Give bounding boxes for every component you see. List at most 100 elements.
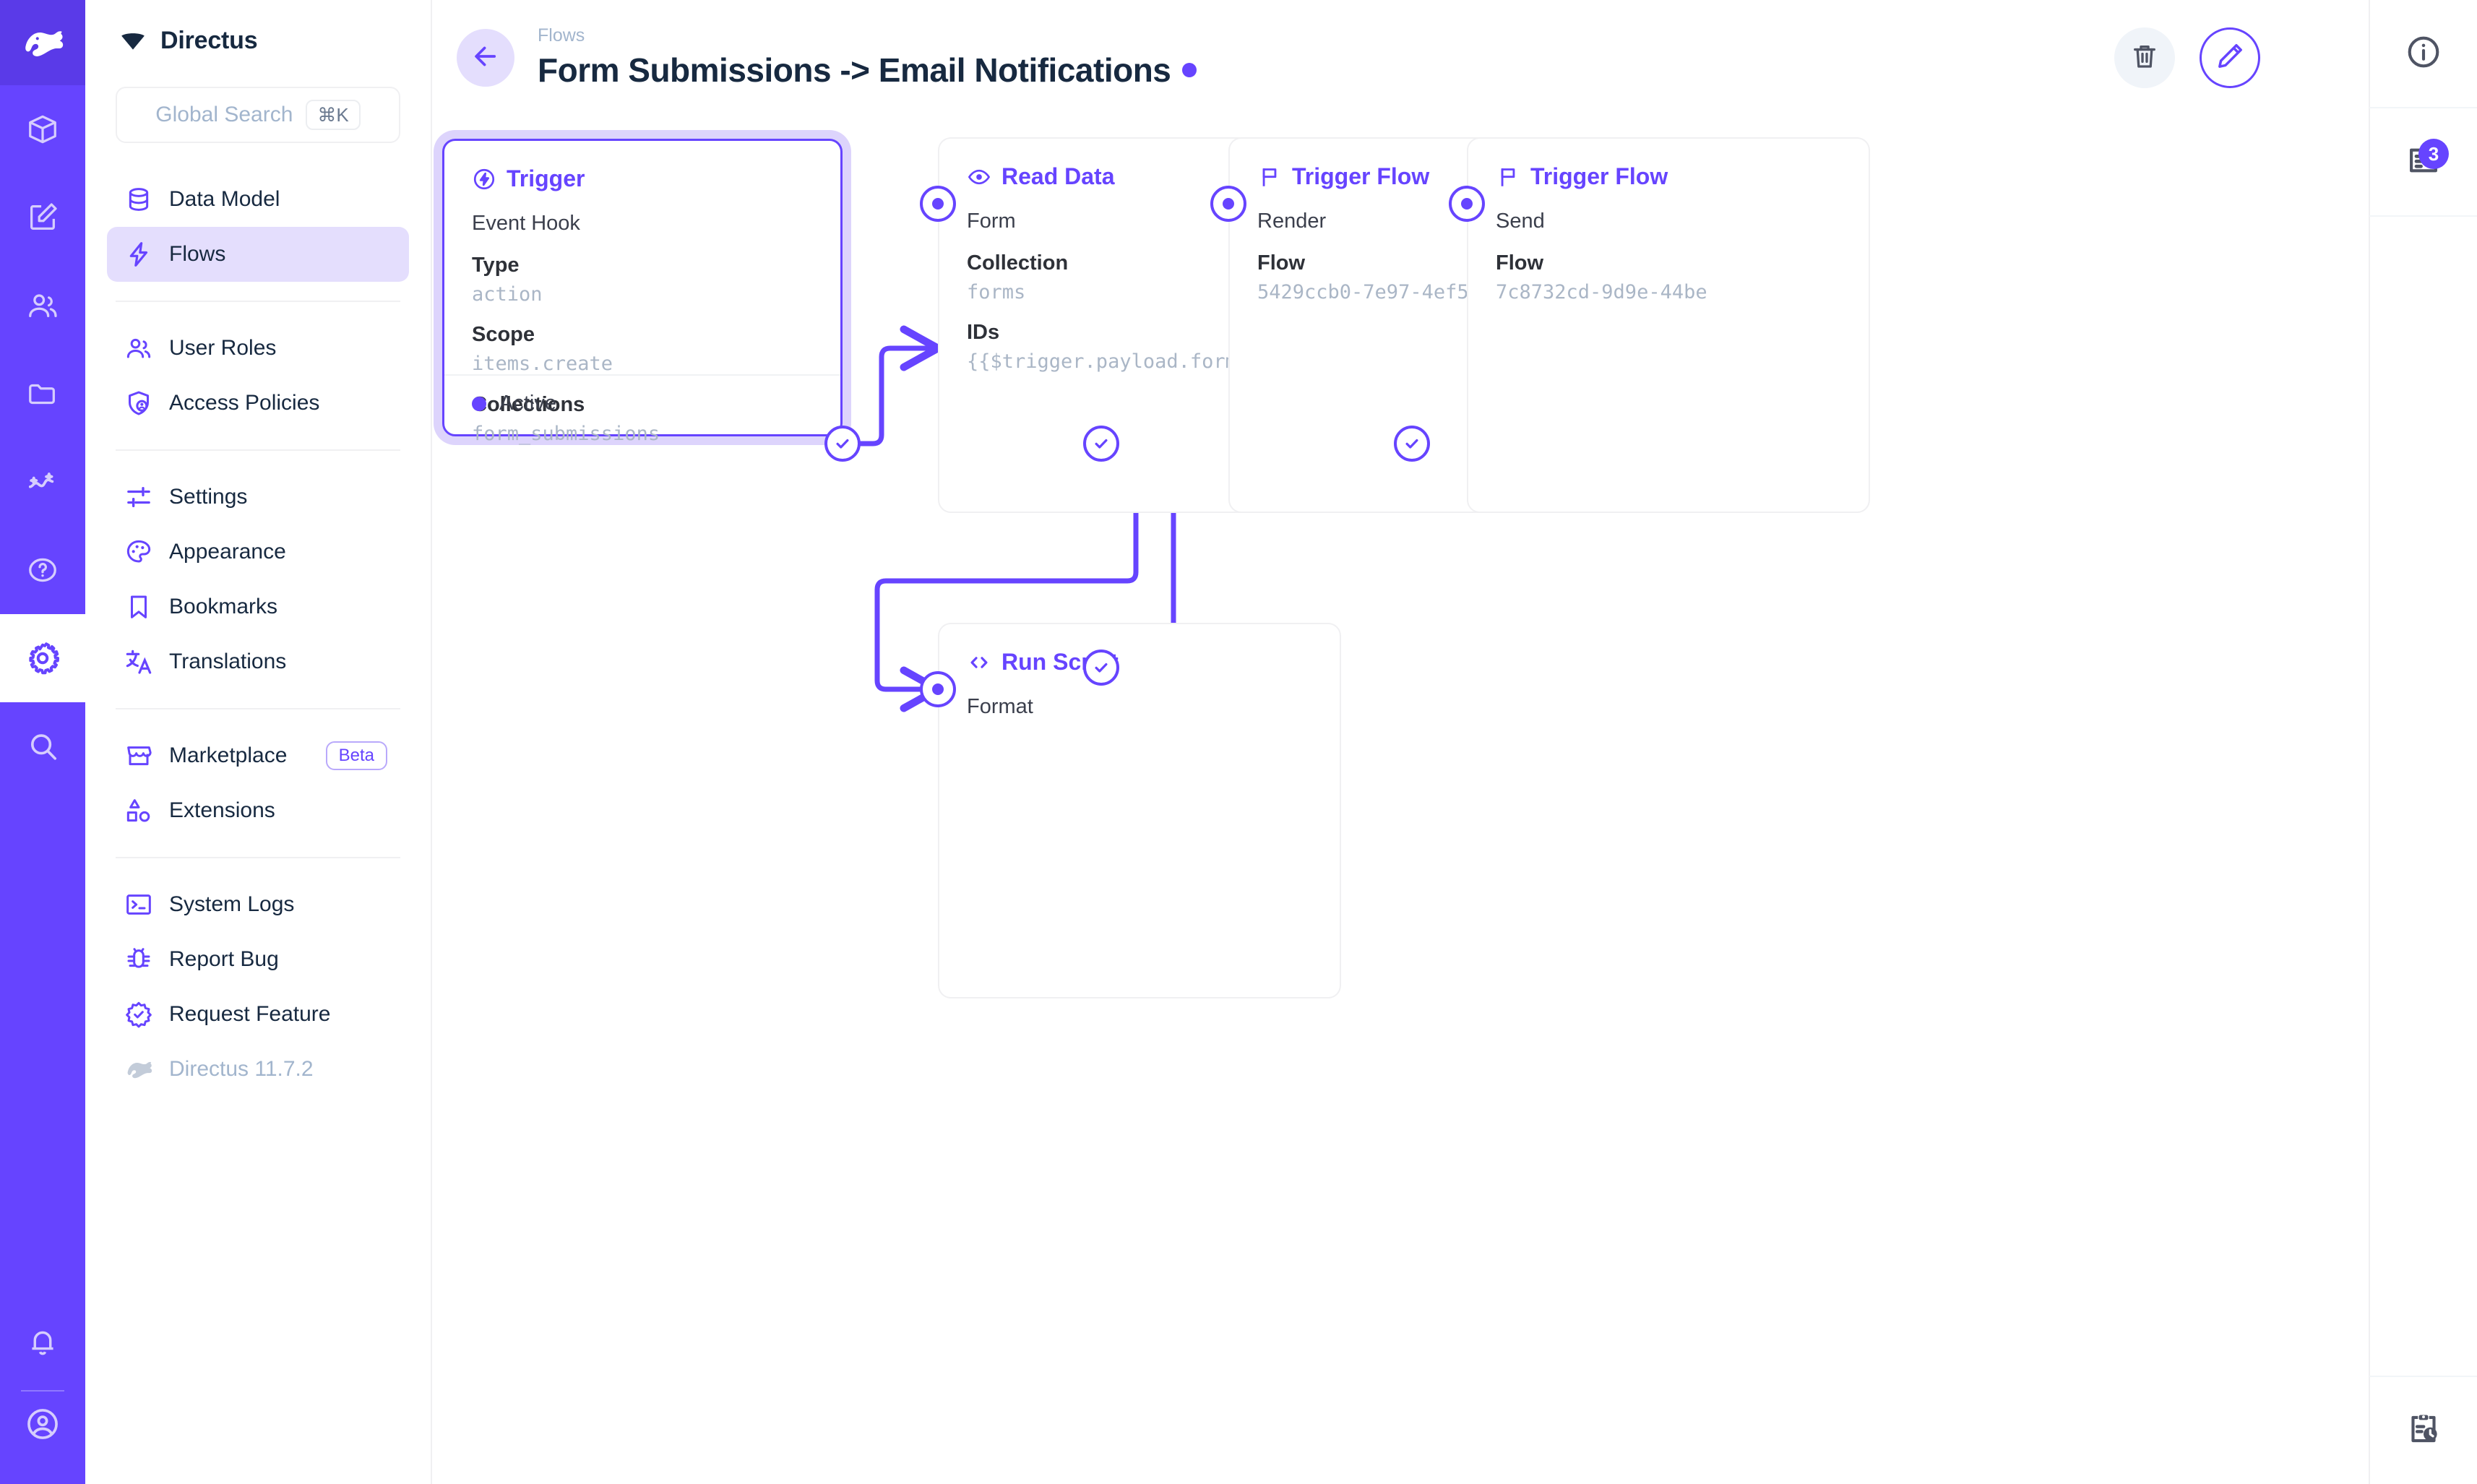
port-dot-icon <box>932 683 944 695</box>
flag-icon <box>1257 165 1282 189</box>
delete-flow-button[interactable] <box>2114 27 2175 88</box>
run-script-resolve-port[interactable] <box>1083 650 1119 686</box>
extensions-icon <box>124 796 153 825</box>
field-value: {{$trigger.payload.form}} <box>967 350 1261 374</box>
terminal-icon <box>124 890 153 919</box>
bookmark-icon <box>124 592 153 621</box>
field-value: forms <box>967 280 1026 303</box>
activity-history-button[interactable] <box>2369 1376 2477 1484</box>
trigger-resolve-port[interactable] <box>824 426 861 462</box>
sidebar-item-label: Directus 11.7.2 <box>169 1057 314 1081</box>
sidebar-item-label: Extensions <box>169 798 275 822</box>
pencil-icon <box>2215 41 2245 75</box>
flow-logs-button[interactable]: 3 <box>2369 108 2477 217</box>
sidebar-item-settings[interactable]: Settings <box>107 470 409 525</box>
arrow-left-icon <box>470 41 501 75</box>
sidebar-item-access-policies[interactable]: Access Policies <box>107 376 409 431</box>
project-header[interactable]: Directus <box>101 0 415 81</box>
sidebar-item-extensions[interactable]: Extensions <box>107 783 409 838</box>
directus-logo-button[interactable] <box>0 0 85 85</box>
module-editor[interactable] <box>0 173 85 262</box>
module-content[interactable] <box>0 85 85 173</box>
edit-flow-button[interactable] <box>2200 27 2260 88</box>
project-name: Directus <box>160 26 258 54</box>
run-script-panel[interactable]: Run Script Format <box>938 623 1341 998</box>
nav-group-1: Data Model Flows <box>101 172 415 282</box>
trigger-flow-render-input-port[interactable] <box>1210 186 1246 222</box>
title-block: Flows Form Submissions -> Email Notifica… <box>538 26 1197 90</box>
panel-title: Read Data <box>1001 163 1115 189</box>
field-label: Type <box>472 253 520 277</box>
database-icon <box>124 185 153 214</box>
module-files[interactable] <box>0 350 85 438</box>
sidebar-item-flows[interactable]: Flows <box>107 227 409 282</box>
directus-mark-icon <box>119 26 147 55</box>
sidebar-item-label: Translations <box>169 650 287 673</box>
sidebar-item-label: Access Policies <box>169 391 320 415</box>
search-input[interactable]: Global Search ⌘K <box>116 87 400 143</box>
sidebar-item-label: Report Bug <box>169 947 279 971</box>
panel-subtitle: Event Hook <box>472 212 580 235</box>
sidebar-item-user-roles[interactable]: User Roles <box>107 321 409 376</box>
read-data-input-port[interactable] <box>920 186 956 222</box>
run-script-input-port[interactable] <box>920 671 956 707</box>
port-dot-icon <box>932 198 944 210</box>
panel-body: Form Collection forms IDs {{$trigger.pay… <box>939 190 1340 377</box>
sidebar-item-data-model[interactable]: Data Model <box>107 172 409 227</box>
module-bar <box>0 0 85 1484</box>
breadcrumb[interactable]: Flows <box>538 25 585 46</box>
sidebar-item-report-bug[interactable]: Report Bug <box>107 932 409 987</box>
trigger-flow-send-input-port[interactable] <box>1449 186 1485 222</box>
nav-divider <box>116 449 400 451</box>
bell-icon <box>26 1325 59 1358</box>
field-label: Flow <box>1257 251 1306 275</box>
panel-title: Trigger Flow <box>1292 163 1430 189</box>
sidebar-item-marketplace[interactable]: Marketplace Beta <box>107 728 409 783</box>
trigger-flow-send-panel[interactable]: Trigger Flow Send Flow 7c8732cd-9d9e-44b… <box>1467 137 1870 513</box>
trigger-flow-render-resolve-port[interactable] <box>1394 426 1430 462</box>
folder-icon <box>26 377 59 410</box>
module-insights[interactable] <box>0 438 85 526</box>
nav-divider <box>116 857 400 858</box>
flow-canvas[interactable]: Trigger Event Hook Type action Scope ite… <box>432 116 2369 1484</box>
help-circle-icon <box>26 553 59 587</box>
nav-divider <box>116 301 400 302</box>
header-actions <box>2114 27 2369 88</box>
sidebar-item-label: Bookmarks <box>169 595 278 618</box>
sidebar-item-appearance[interactable]: Appearance <box>107 525 409 579</box>
trigger-bolt-circle-icon <box>472 167 496 191</box>
read-data-resolve-port[interactable] <box>1083 426 1119 462</box>
port-dot-icon <box>1461 198 1473 210</box>
bolt-icon <box>124 240 153 269</box>
sidebar-item-request-feature[interactable]: Request Feature <box>107 987 409 1042</box>
panel-title: Trigger Flow <box>1530 163 1668 189</box>
page-title: Form Submissions -> Email Notifications <box>538 51 1171 89</box>
trash-icon <box>2129 41 2160 75</box>
back-button[interactable] <box>457 29 514 87</box>
status-label: Active <box>499 392 556 415</box>
nav-group-2: User Roles Access Policies <box>101 321 415 431</box>
module-search[interactable] <box>0 702 85 790</box>
info-panel-button[interactable] <box>2369 0 2477 108</box>
module-settings[interactable] <box>0 614 85 702</box>
directus-rabbit-icon <box>124 1055 153 1084</box>
panel-header: Read Data <box>939 139 1340 190</box>
storefront-icon <box>124 741 153 770</box>
panel-header: Run Script <box>939 624 1340 676</box>
clipboard-clock-icon <box>2405 1410 2442 1451</box>
module-help[interactable] <box>0 526 85 614</box>
sidebar-item-system-logs[interactable]: System Logs <box>107 877 409 932</box>
sidebar-item-translations[interactable]: Translations <box>107 634 409 689</box>
notifications-button[interactable] <box>0 1298 85 1386</box>
users-icon <box>124 334 153 363</box>
trigger-panel[interactable]: Trigger Event Hook Type action Scope ite… <box>442 139 843 445</box>
user-account-button[interactable] <box>0 1396 85 1484</box>
field-value: form_submissions <box>472 422 660 445</box>
right-sidebar: 3 <box>2369 0 2477 1484</box>
directus-rabbit-logo-icon <box>20 20 65 65</box>
account-circle-icon <box>24 1405 61 1443</box>
sidebar-item-version: Directus 11.7.2 <box>107 1042 409 1097</box>
module-users[interactable] <box>0 262 85 350</box>
sidebar-item-bookmarks[interactable]: Bookmarks <box>107 579 409 634</box>
panel-header: Trigger Flow <box>1230 139 1630 190</box>
